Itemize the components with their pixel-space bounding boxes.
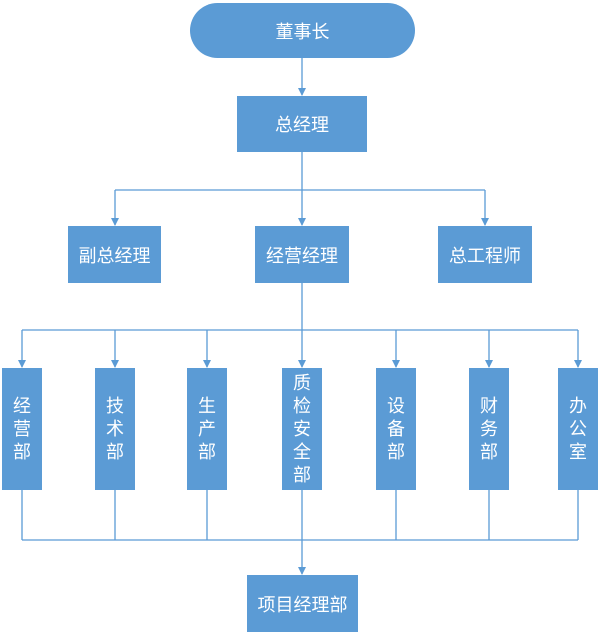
node-deputy-gm: 副总经理 (68, 226, 161, 283)
department-char: 部 (106, 441, 124, 463)
department-char: 生 (198, 395, 216, 417)
department-char: 术 (106, 418, 124, 440)
department-char: 营 (13, 418, 31, 440)
department-char: 财 (480, 395, 498, 417)
node-chief-engineer: 总工程师 (438, 226, 532, 283)
department-char: 全 (293, 441, 311, 463)
department-char: 部 (293, 464, 311, 486)
node-department-5: 设备部 (376, 368, 416, 490)
department-char: 部 (480, 441, 498, 463)
node-department-2: 技术部 (95, 368, 135, 490)
department-char: 检 (293, 395, 311, 417)
node-department-3: 生产部 (187, 368, 227, 490)
department-char: 室 (569, 441, 587, 463)
node-business-manager: 经营经理 (255, 226, 349, 283)
department-char: 办 (569, 395, 587, 417)
department-char: 备 (387, 418, 405, 440)
node-general-manager: 总经理 (237, 96, 367, 152)
node-department-7: 办公室 (558, 368, 598, 490)
department-char: 部 (387, 441, 405, 463)
node-department-4: 质检安全部 (282, 368, 322, 490)
department-char: 设 (387, 395, 405, 417)
node-department-6: 财务部 (469, 368, 509, 490)
department-char: 质 (293, 372, 311, 394)
node-department-1: 经营部 (2, 368, 42, 490)
department-char: 部 (198, 441, 216, 463)
department-char: 安 (293, 418, 311, 440)
department-char: 部 (13, 441, 31, 463)
node-chairman: 董事长 (190, 3, 415, 58)
department-char: 务 (480, 418, 498, 440)
department-char: 公 (569, 418, 587, 440)
department-char: 经 (13, 395, 31, 417)
node-project-dept: 项目经理部 (247, 575, 358, 632)
department-char: 产 (198, 418, 216, 440)
department-char: 技 (106, 395, 124, 417)
